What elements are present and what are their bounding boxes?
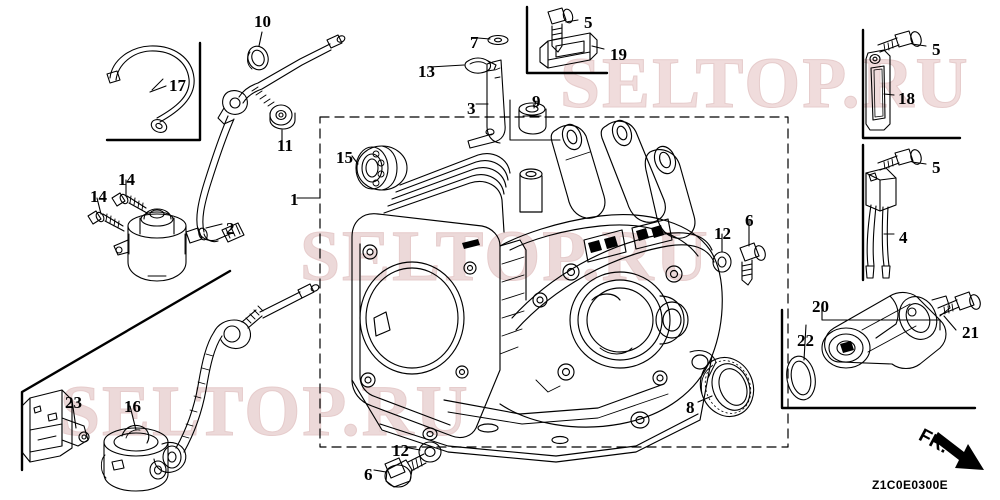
part-13-clip [464, 57, 497, 74]
callout-2-oil-level-unit: 2 [226, 219, 235, 238]
part-5-bolt-sensor [877, 148, 922, 171]
callout-7-washer: 7 [470, 33, 479, 52]
callout-1-cylinder-barrel: 1 [290, 190, 299, 209]
part-23-bracket [21, 389, 90, 463]
callout-17-tube: 17 [169, 76, 186, 95]
callout-5-bolt-sensor: 5 [932, 158, 941, 177]
callout-5-bolt-rod-guide: 5 [932, 40, 941, 59]
callout-18-rod-guide: 18 [898, 89, 915, 108]
part-20-breather-assy [821, 291, 951, 370]
callout-21-bolt: 21 [962, 323, 979, 342]
leader-lines [71, 19, 957, 473]
callout-15-ball-bearing: 15 [336, 148, 353, 167]
part-18-rod-guide [865, 49, 891, 131]
callout-6-bolt-bottom: 6 [364, 465, 373, 484]
callout-8-oil-seal: 8 [686, 398, 695, 417]
part-cable-upper [196, 34, 346, 243]
group-frame-17 [105, 41, 202, 142]
callout-6-bolt-right: 6 [745, 211, 754, 230]
group-frame-18 [861, 28, 962, 140]
assembly-boundary-1 [319, 116, 789, 448]
part-6-bolt-bottom [384, 453, 427, 488]
callout-10-oring: 10 [254, 12, 271, 31]
part-3-dipstick-rod [467, 59, 506, 149]
callout-13-clip: 13 [418, 62, 435, 81]
part-1-cylinder-barrel-block [351, 119, 723, 463]
part-14-bolt-upper [111, 192, 148, 214]
callout-22-oring: 22 [797, 331, 814, 350]
group-frame-20 [780, 308, 977, 410]
callout-12-washer-right: 12 [714, 224, 731, 243]
part-6-bolt-right [739, 242, 766, 286]
callout-14-bolt-lower: 14 [90, 187, 107, 206]
diagram-code: Z1C0E0300E [872, 478, 949, 492]
part-15-ball-bearing [355, 145, 408, 191]
callout-20-breather-assy: 20 [812, 297, 829, 316]
group-frame-19 [525, 5, 609, 75]
part-9-bushing [518, 102, 547, 135]
callout-4-oil-level-switch: 4 [899, 228, 908, 247]
part-10-oring [247, 45, 269, 71]
callout-5-bolt-top: 5 [584, 13, 593, 32]
callout-16-oil-sensor: 16 [124, 397, 141, 416]
part-17-tube [106, 45, 195, 133]
part-8-oil-seal [699, 356, 755, 418]
part-4-oil-level-switch [865, 167, 897, 279]
part-16-oil-sensor [100, 424, 187, 492]
part-cable-lower [175, 283, 320, 453]
callout-3-dipstick-rod: 3 [467, 99, 476, 118]
callout-19-bracket: 19 [610, 45, 627, 64]
part-19-bracket [539, 32, 598, 69]
callout-11-grommet: 11 [277, 136, 294, 155]
part-14-bolt-lower [87, 210, 125, 232]
group-frame-9 [509, 99, 561, 141]
callout-23-bracket: 23 [65, 393, 82, 412]
callout-12-washer-bottom: 12 [392, 441, 409, 460]
part-7-washer [487, 34, 509, 46]
part-5-bolt-rod-guide [877, 30, 922, 53]
part-21-bolt [937, 291, 981, 316]
front-direction-arrow [933, 432, 984, 470]
part-12-washer-bottom [418, 441, 442, 463]
callout-9-bushing: 9 [532, 92, 541, 111]
callout-14-bolt-upper: 14 [118, 170, 135, 189]
part-2-oil-level-unit [113, 208, 208, 282]
part-22-oring [786, 355, 816, 401]
group-frame-16 [20, 269, 232, 472]
part-11-grommet [269, 104, 296, 130]
